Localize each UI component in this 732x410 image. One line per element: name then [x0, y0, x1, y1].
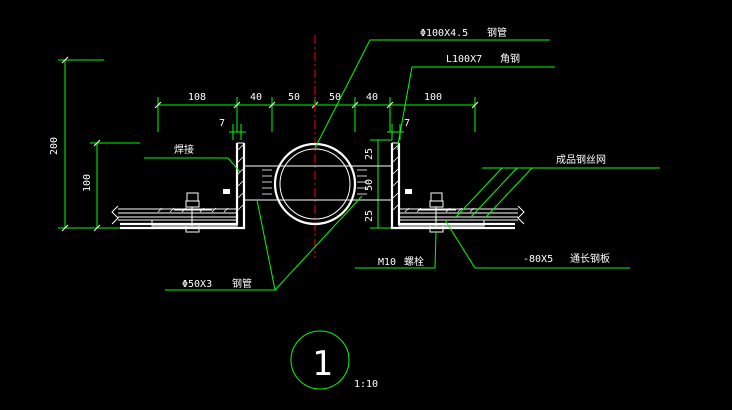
- top-dimension-chain: 108 40 50 50 40 100: [154, 92, 479, 132]
- dim-25-bottom: 25: [364, 210, 375, 222]
- dim-40-left: 40: [250, 92, 262, 103]
- detail-scale: 1:10: [354, 379, 378, 390]
- label-angle-steel: L100X7: [446, 54, 482, 65]
- dim-50-vertical: 50: [364, 179, 375, 191]
- detail-bubble: 1: [290, 330, 350, 390]
- label-weld: 焊接: [174, 143, 194, 156]
- right-angle-steel: [390, 142, 515, 230]
- dim-7-right: 7: [404, 118, 410, 129]
- left-plate-layers: [111, 205, 238, 227]
- label-bolt-cn: 螺栓: [404, 255, 424, 268]
- leaders: [144, 39, 660, 291]
- dim-100-vertical: 100: [82, 174, 93, 192]
- label-plate-cn: 通长钢板: [570, 252, 610, 265]
- detail-number: 1: [312, 344, 332, 384]
- label-angle-steel-cn: 角钢: [500, 52, 520, 65]
- right-vertical-dimensions: 25 50 25: [364, 139, 392, 229]
- small-pipe: [223, 165, 412, 201]
- right-bolt: [418, 192, 456, 233]
- left-vertical-dimensions: 200 100: [49, 56, 140, 232]
- label-plate: -80X5: [523, 254, 553, 265]
- dim-50-left: 50: [288, 92, 300, 103]
- dim-25-top: 25: [364, 148, 375, 160]
- dim-200: 200: [49, 137, 60, 155]
- dim-40-right: 40: [366, 92, 378, 103]
- label-bolt: M10: [378, 257, 396, 268]
- label-steel-pipe: Φ100X4.5: [420, 28, 468, 39]
- label-steel-pipe-cn: 钢管: [487, 26, 507, 39]
- main-pipe: [273, 142, 357, 226]
- dim-7-left: 7: [219, 118, 225, 129]
- dim-50-right: 50: [329, 92, 341, 103]
- label-wire-mesh: 成品钢丝网: [556, 153, 606, 166]
- dim-108: 108: [188, 92, 206, 103]
- label-small-pipe-cn: 钢管: [232, 277, 252, 290]
- left-bolt: [174, 192, 212, 233]
- label-small-pipe: Φ50X3: [182, 279, 212, 290]
- dim-100: 100: [424, 92, 442, 103]
